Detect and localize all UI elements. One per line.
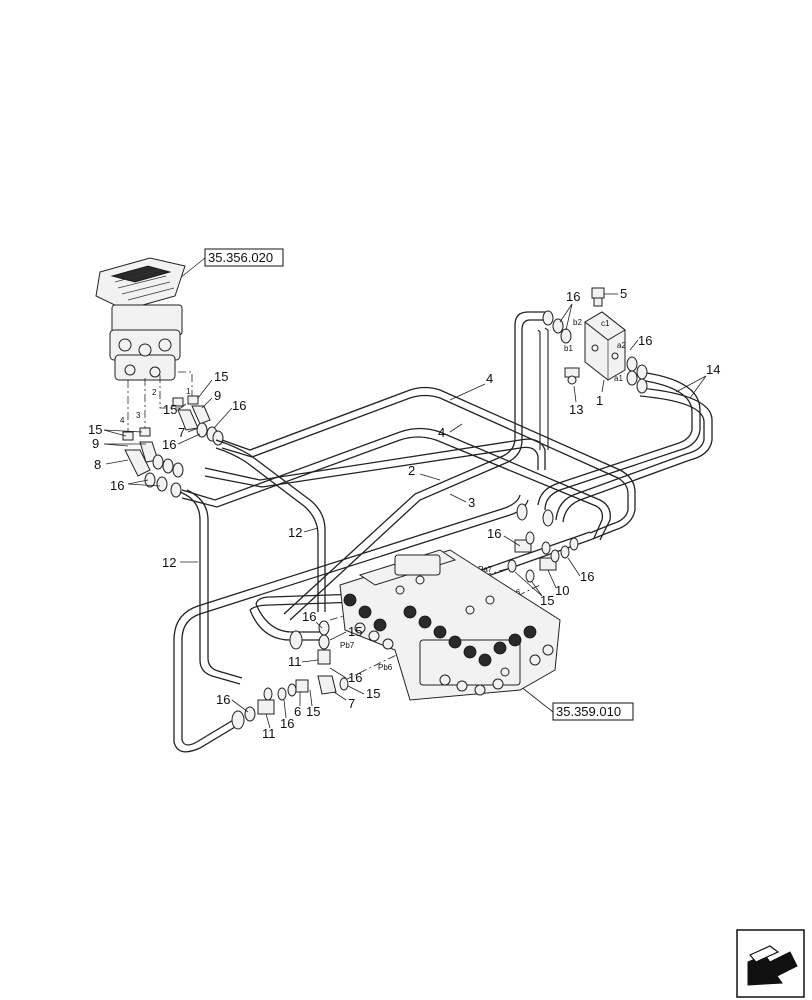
port-label-a1: a1 [614,374,623,383]
callout-16: 16 [566,289,580,304]
pipe-12-left [179,489,243,685]
reference-label-bottom: 35.359.010 [556,704,621,719]
callout-15: 15 [306,704,320,719]
port-label-2: 2 [152,388,157,397]
callout-6: 6 [294,704,301,719]
callout-labels: 5 16 16 14 13 1 4 4 2 3 12 12 15 9 16 15… [88,286,720,741]
pipe-upper-vertical [283,311,549,621]
port-label-1: 1 [186,387,191,396]
callout-7: 7 [348,696,355,711]
callout-16: 16 [580,569,594,584]
callout-12: 12 [288,525,302,540]
callout-16: 16 [487,526,501,541]
callout-12: 12 [162,555,176,570]
reference-label-top: 35.356.020 [208,250,273,265]
pilot-control-valve [95,257,186,381]
arrow-nav-icon[interactable] [736,929,805,998]
callout-15: 15 [348,624,362,639]
callout-5: 5 [620,286,627,301]
callout-15: 15 [88,422,102,437]
callout-10: 10 [555,583,569,598]
callout-16: 16 [162,437,176,452]
callout-16: 16 [638,333,652,348]
callout-1: 1 [596,393,603,408]
callout-4: 4 [486,371,493,386]
port-label-pb7: Pb7 [340,641,355,650]
port-label-a2: a2 [617,341,626,350]
callout-9: 9 [214,388,221,403]
reference-box-top[interactable]: 35.356.020 [204,248,284,267]
pipe-14 [537,371,713,523]
port-label-b2: b2 [573,318,582,327]
callout-2: 2 [408,463,415,478]
valve-block-1 [584,311,626,381]
port-label-b1: b1 [564,344,573,353]
callout-4: 4 [438,425,445,440]
alignment-line [178,371,193,398]
callout-15: 15 [214,369,228,384]
port-label-pb6: Pb6 [378,663,393,672]
callout-11: 11 [262,726,276,741]
port-label-c1: c1 [601,319,610,328]
pipe-2 [204,438,546,488]
callout-9: 9 [92,436,99,451]
callout-16: 16 [216,692,230,707]
callout-16: 16 [348,670,362,685]
callout-16: 16 [302,609,316,624]
fitting-5 [591,287,605,307]
callout-15: 15 [540,593,554,608]
callout-16: 16 [280,716,294,731]
pipe-3 [181,427,611,541]
alignment-line [159,375,180,409]
fittings-pilot [122,395,224,498]
callout-15: 15 [163,402,177,417]
fittings-mid-right [507,503,579,583]
fitting-13 [564,367,580,385]
callout-16: 16 [110,478,124,493]
reference-leader-bottom [519,685,554,713]
callout-15: 15 [366,686,380,701]
callout-16: 16 [232,398,246,413]
callout-11: 11 [288,654,302,669]
port-label-4: 4 [120,416,125,425]
fittings-lower-left [231,620,349,730]
callout-8: 8 [94,457,101,472]
main-control-valve [339,549,561,701]
callout-3: 3 [468,495,475,510]
port-label-pa7: Pa7 [478,565,493,574]
port-label-3: 3 [136,411,141,420]
reference-box-bottom[interactable]: 35.359.010 [552,702,634,721]
callout-14: 14 [706,362,720,377]
callout-7: 7 [178,425,185,440]
callout-13: 13 [569,402,583,417]
